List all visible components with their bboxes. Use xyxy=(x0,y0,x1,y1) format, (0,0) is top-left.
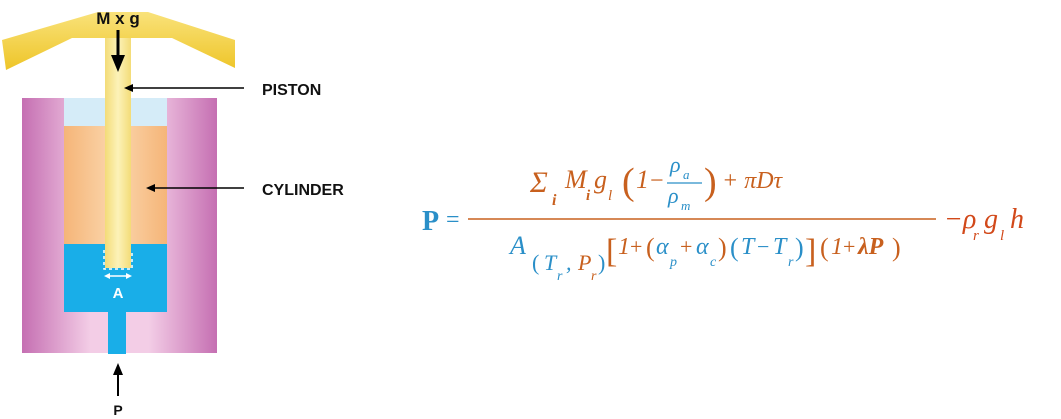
eq-Tr-sub: r xyxy=(557,269,563,284)
pressure-arrow-head xyxy=(113,363,123,375)
force-arrow-head xyxy=(111,55,125,72)
eq-alpha-p: α xyxy=(656,234,669,260)
eq-equals: = xyxy=(446,207,460,233)
eq-one: 1 xyxy=(636,165,649,194)
eq-A-paren-open: ( xyxy=(532,250,539,275)
eq-alpha-c-sub: c xyxy=(710,255,717,270)
eq-g: g xyxy=(594,165,607,194)
cylinder-callout-head xyxy=(146,184,155,192)
pressure-equation: P = Σ i M i g l ( 1 − ρ a ρ m ) + πDτ A … xyxy=(422,152,1024,284)
eq-sum-index: i xyxy=(552,192,557,209)
eq-rho-m: ρ xyxy=(667,183,679,208)
eq-tail-rho-sub: r xyxy=(973,228,979,244)
eq-paren-open: ( xyxy=(622,161,635,203)
eq-A-paren-close: ) xyxy=(598,250,605,275)
eq-Tr: T xyxy=(544,250,558,275)
eq-plus-1: + xyxy=(630,234,642,259)
eq-T2: T xyxy=(773,234,788,260)
eq-paren3-open: ( xyxy=(730,233,739,262)
area-arrow-head-right xyxy=(126,273,132,279)
eq-plus-3: + xyxy=(843,234,855,259)
force-label: M x g xyxy=(96,9,139,28)
cylinder-label: CYLINDER xyxy=(262,182,344,199)
piston-label: PISTON xyxy=(262,82,321,99)
eq-lhs: P xyxy=(422,206,439,237)
eq-plus-pidtau: + πDτ xyxy=(722,168,784,194)
inlet-pipe xyxy=(108,312,126,354)
eq-paren-close: ) xyxy=(704,161,717,203)
eq-plus-2: + xyxy=(680,234,692,259)
eq-tail-rho: −ρ xyxy=(944,204,976,235)
eq-comma: , xyxy=(566,250,572,275)
eq-lambdaP: λP xyxy=(857,234,884,260)
piston-callout-head xyxy=(124,84,133,92)
eq-one-b1: 1 xyxy=(618,234,630,260)
area-arrow-head-left xyxy=(104,273,110,279)
eq-alpha-p-sub: p xyxy=(669,255,677,270)
eq-g-sub: l xyxy=(608,188,612,204)
pressure-label: P xyxy=(113,402,122,418)
eq-A: A xyxy=(508,231,526,260)
eq-tail-g: g xyxy=(984,204,998,235)
area-label: A xyxy=(113,285,124,302)
eq-bracket-open: [ xyxy=(606,233,617,270)
eq-paren2-open: ( xyxy=(646,233,655,262)
eq-one-b2: 1 xyxy=(831,234,843,260)
eq-M-sub: i xyxy=(586,188,591,204)
eq-M: M xyxy=(564,165,588,194)
eq-minus: − xyxy=(650,168,664,194)
piston-tip-outline xyxy=(103,250,133,270)
piston-rod xyxy=(105,38,131,268)
eq-paren2-close: ) xyxy=(718,233,727,262)
eq-rho-a: ρ xyxy=(669,152,681,177)
eq-minus-2: − xyxy=(757,234,769,259)
eq-paren4-open: ( xyxy=(820,233,829,262)
eq-paren4-close: ) xyxy=(892,233,901,262)
eq-bracket-close: ] xyxy=(805,233,816,270)
eq-Pr-sub: r xyxy=(591,269,597,284)
eq-alpha-c: α xyxy=(696,234,709,260)
eq-Pr: P xyxy=(577,250,591,275)
eq-T2-sub: r xyxy=(788,255,794,270)
eq-rho-m-sub: m xyxy=(681,198,690,213)
eq-tail-h: h xyxy=(1010,204,1024,235)
eq-rho-a-sub: a xyxy=(683,167,690,182)
eq-sum: Σ xyxy=(529,166,548,199)
eq-tail-g-sub: l xyxy=(1000,228,1004,244)
eq-paren3-close: ) xyxy=(795,233,804,262)
eq-T: T xyxy=(741,234,756,260)
piston-weight xyxy=(2,12,235,70)
